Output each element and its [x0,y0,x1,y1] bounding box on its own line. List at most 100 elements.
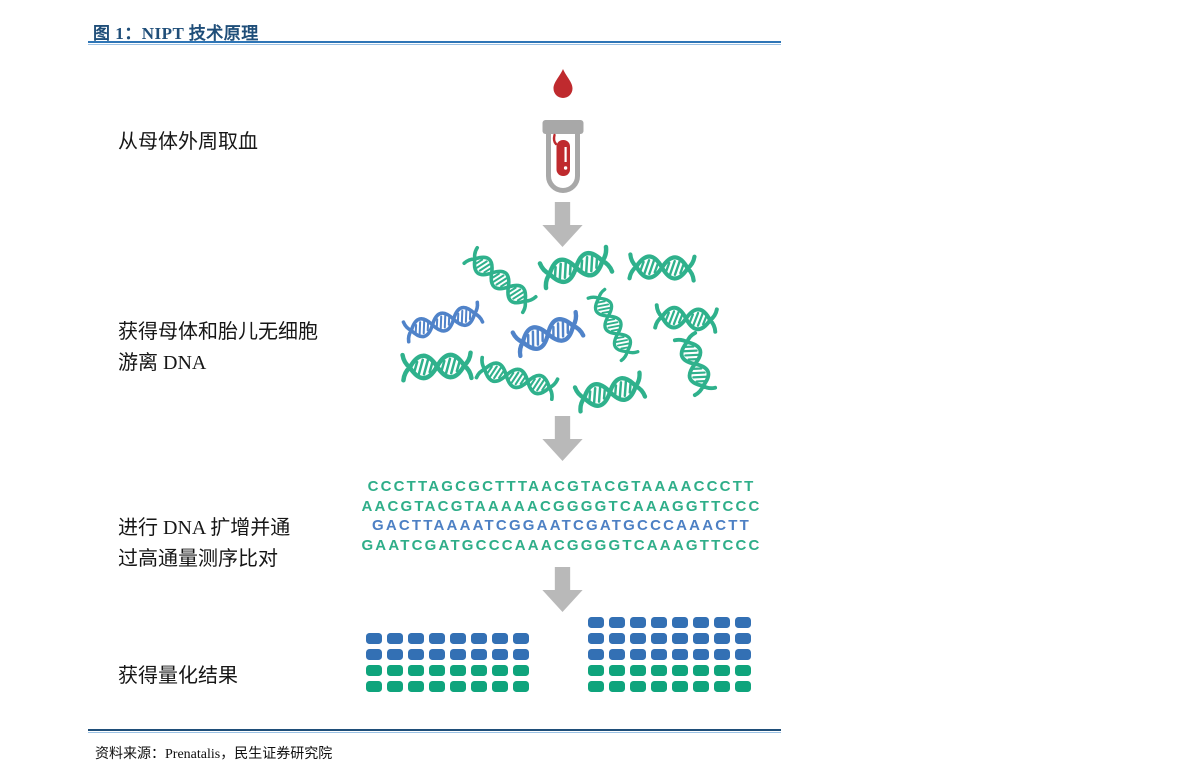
step-label-line: 获得母体和胎儿无细胞 [118,321,318,343]
step-label-results: 获得量化结果 [118,661,238,692]
step-label-line: 游离 DNA [118,352,207,374]
dna-strand-blue [401,300,485,344]
result-pill [609,649,625,660]
blood-in-tube [556,140,570,176]
dna-strand-green [653,302,719,334]
result-pill [450,681,466,692]
result-pill [609,617,625,628]
result-pill [651,649,667,660]
result-pill [588,633,604,644]
result-pill [450,649,466,660]
dna-strand-green [572,370,648,414]
result-pill [513,649,529,660]
result-pill [651,681,667,692]
step-label-cfdna: 获得母体和胎儿无细胞 游离 DNA [118,317,318,379]
result-pill [366,633,382,644]
step-label-line: 进行 DNA 扩增并通 [118,517,291,539]
sequence-line: CCCTTAGCGCTTTAACGTACGTAAAACCCTT [367,478,756,495]
result-pill [492,681,508,692]
result-pill [735,649,751,660]
result-pill [429,633,445,644]
step-label-line: 获得量化结果 [118,665,238,687]
result-pill [408,633,424,644]
result-pill [672,617,688,628]
step-label-line: 过高通量测序比对 [118,548,278,570]
result-pill [735,633,751,644]
result-pill [408,681,424,692]
result-pill [609,665,625,676]
result-pill [588,665,604,676]
blood-drop-icon [553,69,573,98]
result-pill [693,681,709,692]
result-pill [714,665,730,676]
result-pill [588,649,604,660]
blood-tick [552,133,558,146]
blood-sample-tube-icon [542,69,584,193]
flow-arrow-down-3-icon [542,567,583,613]
result-pill [651,665,667,676]
result-pill [735,681,751,692]
footer-rule [88,729,781,733]
result-pill [693,617,709,628]
result-pill [735,665,751,676]
figure-title: 图 1：NIPT 技术原理 [93,24,259,43]
dna-strand-green [586,287,640,363]
result-grid-left [366,633,529,692]
result-pill [450,665,466,676]
result-pill [450,633,466,644]
result-pill [471,633,487,644]
result-pill [630,617,646,628]
dna-strand-green [672,330,718,398]
result-pill [492,665,508,676]
step-label-sequencing: 进行 DNA 扩增并通 过高通量测序比对 [118,513,290,575]
dna-strand-green [537,244,615,290]
result-pill [471,649,487,660]
result-pill [714,633,730,644]
result-pill [693,649,709,660]
result-pill [630,665,646,676]
result-pill [588,681,604,692]
sequence-line: AACGTACGTAAAAACGGGGTCAAAGGTTCCC [361,497,762,515]
flow-arrow-down-2-icon [542,416,583,462]
result-pill [366,681,382,692]
blood-highlight-dot [563,166,568,170]
result-pill [630,649,646,660]
sequence-line: GAATCGATGCCCAAACGGGGTCAAAGTTCCC [361,536,762,554]
result-pill [609,633,625,644]
dna-strand-green [627,251,697,283]
dna-strand-green [400,349,474,383]
result-pill [672,649,688,660]
result-pill [693,665,709,676]
result-pill [471,681,487,692]
result-pill [471,665,487,676]
result-pill [609,681,625,692]
result-pill [651,633,667,644]
header-rule [88,41,781,45]
source-text: 资料来源：Prenatalis，民生证券研究院 [95,747,333,762]
result-pill [672,633,688,644]
result-pill [387,681,403,692]
sequence-line: GACTTAAAATCGGAATCGATGCCCAAACTT [371,517,751,534]
result-pill [714,617,730,628]
result-pill [387,633,403,644]
result-pill [714,681,730,692]
result-pill [672,681,688,692]
result-pill [408,649,424,660]
dna-strand-blue [510,309,586,359]
result-pill [588,617,604,628]
result-pill [387,665,403,676]
result-pill [714,649,730,660]
dna-strand-green [474,355,560,401]
result-pill [366,665,382,676]
result-pill [408,665,424,676]
result-pill [429,665,445,676]
step-label-blood-draw: 从母体外周取血 [118,127,258,158]
result-pill [492,649,508,660]
result-grid-right [588,617,751,692]
result-pill [513,633,529,644]
result-pill [387,649,403,660]
tube-cap [542,120,584,134]
result-pill [693,633,709,644]
result-pill [429,681,445,692]
